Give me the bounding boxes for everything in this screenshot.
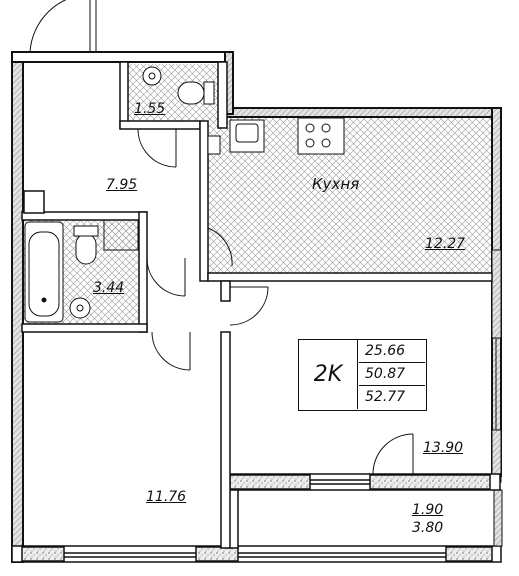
living-room-area: 13.90 <box>423 440 464 456</box>
bathroom-area: 3.44 <box>93 280 125 296</box>
washing-machine-icon <box>103 219 139 251</box>
bathroom-fixtures <box>24 219 139 323</box>
toilet-area: 1.55 <box>134 101 166 117</box>
stove-icon <box>297 117 345 155</box>
bottom-wall <box>11 545 502 563</box>
kitchen-area: 12.27 <box>425 236 466 252</box>
hall-area: 7.95 <box>106 177 138 193</box>
total-area-value: 50.87 <box>359 363 425 386</box>
apartment-summary: 2K 25.66 50.87 52.77 <box>298 339 427 411</box>
door-arcs <box>137 128 414 475</box>
toilet-fixtures <box>142 66 215 105</box>
bedroom-area: 11.76 <box>146 489 187 505</box>
interior-walls <box>21 61 493 549</box>
kitchen-label: Кухня <box>312 175 360 193</box>
toilet-icon-2 <box>75 233 97 265</box>
room-count: 2K <box>299 340 358 409</box>
entry-door <box>29 0 97 53</box>
balcony-area-full: 3.80 <box>412 520 444 536</box>
toilet-icon <box>177 81 205 105</box>
kitchen-fixtures <box>207 117 345 155</box>
living-area-value: 25.66 <box>359 340 425 363</box>
balcony-area-reduced: 1.90 <box>412 502 444 518</box>
total-with-balcony-value: 52.77 <box>365 389 406 405</box>
balcony-wall <box>227 473 501 549</box>
